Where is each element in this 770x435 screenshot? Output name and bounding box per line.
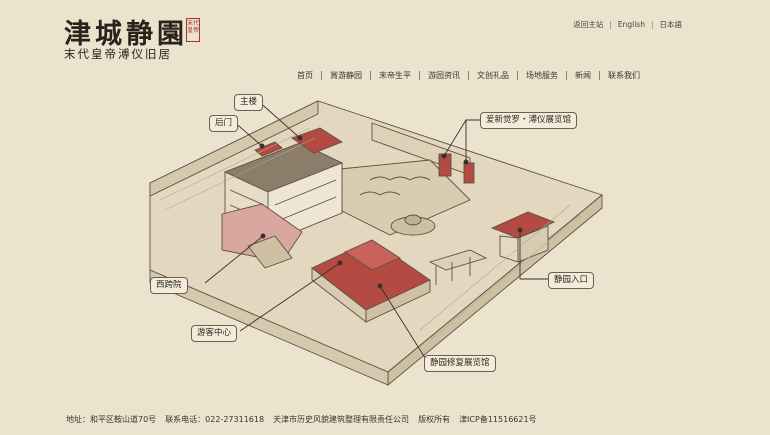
label-restoration-hall[interactable]: 静园修复展览馆 — [424, 355, 496, 372]
divider — [321, 71, 322, 80]
footer-company: 天津市历史风貌建筑整理有限责任公司 — [273, 415, 410, 424]
nav-visit-info[interactable]: 游园资讯 — [428, 71, 460, 80]
nav-contact[interactable]: 联系我们 — [608, 71, 640, 80]
footer-copyright: 版权所有 — [418, 415, 451, 424]
top-links: 返回主站 | English | 日本語 — [573, 19, 682, 30]
label-west-courtyard[interactable]: 西跨院 — [150, 277, 188, 294]
label-entrance[interactable]: 静园入口 — [548, 272, 595, 289]
divider: | — [650, 20, 654, 29]
divider — [517, 71, 518, 80]
footer-phone: 联系电话：022-27311618 — [165, 415, 265, 424]
label-aisin-gioro-hall[interactable]: 爱新觉罗・溥仪展览馆 — [480, 112, 578, 129]
footer: 地址：和平区鞍山道70号联系电话：022-27311618 天津市历史风貌建筑整理… — [66, 414, 546, 425]
divider: | — [609, 20, 612, 29]
footer-address: 地址：和平区鞍山道70号 — [66, 415, 157, 424]
footer-icp[interactable]: 津ICP备11516621号 — [459, 415, 537, 424]
nav-gifts[interactable]: 文创礼品 — [477, 71, 509, 80]
logo-subtitle: 末代皇帝溥仪旧居 — [64, 47, 172, 61]
divider — [468, 71, 469, 80]
main-nav: 首页 賞游静园 末帝生平 游园资讯 文创礼品 场地服务 新闻 联系我们 — [297, 70, 648, 81]
logo-title: 津城静園 — [64, 19, 188, 50]
return-main-site-link[interactable]: 返回主站 — [573, 20, 604, 29]
divider — [566, 71, 567, 80]
logo-seal: 末代皇帝 — [186, 18, 200, 42]
nav-tour[interactable]: 賞游静园 — [330, 71, 362, 80]
english-link[interactable]: English — [617, 20, 645, 29]
label-visitor-center[interactable]: 游客中心 — [191, 325, 238, 342]
label-main-building[interactable]: 主楼 — [234, 94, 264, 111]
nav-news[interactable]: 新闻 — [575, 71, 591, 80]
nav-venue-services[interactable]: 场地服务 — [526, 71, 558, 80]
back-gate — [254, 141, 283, 157]
entrance-pavilion — [490, 211, 556, 239]
divider — [370, 71, 371, 80]
nav-emperor-life[interactable]: 末帝生平 — [379, 71, 411, 80]
label-back-gate[interactable]: 后门 — [209, 115, 239, 132]
divider — [419, 71, 420, 80]
divider — [599, 71, 600, 80]
logo[interactable]: 津城静園 末代皇帝 末代皇帝溥仪旧居 — [64, 12, 204, 64]
nav-home[interactable]: 首页 — [297, 71, 313, 80]
japanese-link[interactable]: 日本語 — [659, 20, 683, 29]
